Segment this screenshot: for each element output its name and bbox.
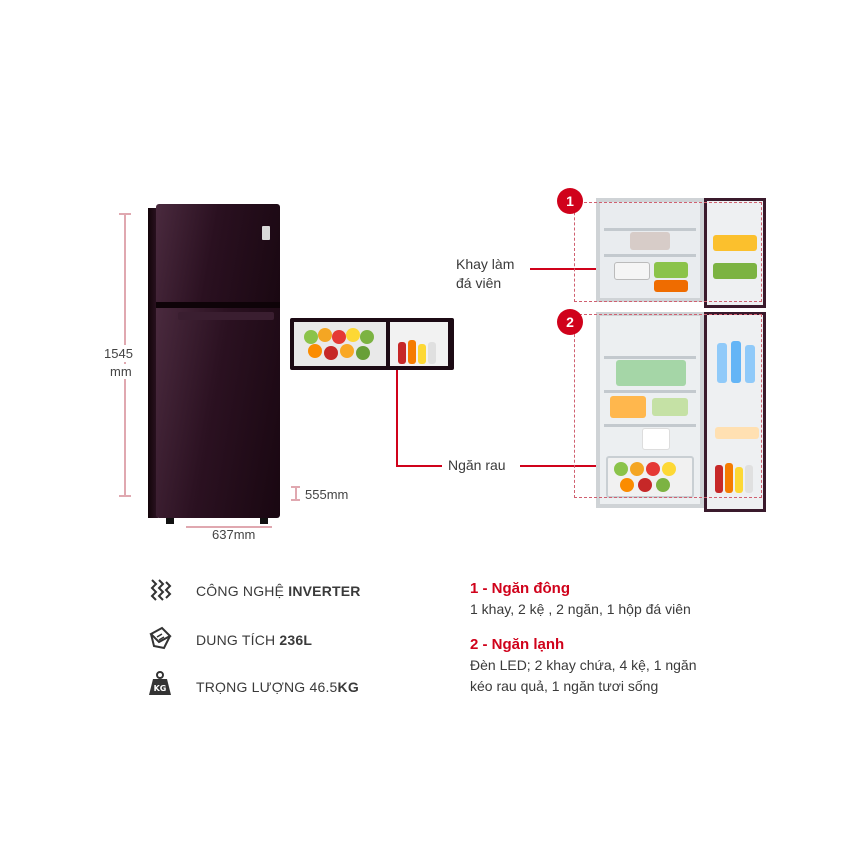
inverter-icon (146, 576, 174, 604)
fridge-door-open (704, 312, 766, 512)
depth-bottom-tick (291, 499, 300, 501)
crisper-callout-line-h (396, 465, 442, 467)
capacity-icon (146, 624, 174, 652)
feature-weight: TRỌNG LƯỢNG 46.5KG (196, 679, 359, 695)
fridge-compartment (596, 312, 704, 508)
freezer-door (156, 204, 280, 302)
fridge-foot-left (166, 518, 174, 524)
freezer-title: 1 - Ngăn đông (470, 580, 570, 597)
fridge-title: 2 - Ngăn lạnh (470, 636, 565, 653)
door-bin-closeup (390, 322, 448, 366)
door-handle (178, 312, 274, 320)
width-value: 637mm (212, 527, 256, 542)
callout-number-2: 2 (557, 309, 583, 335)
depth-top-tick (291, 486, 300, 488)
crisper-to-fridge-line (520, 465, 610, 467)
ice-tray-label-line1: Khay làm (456, 256, 515, 272)
ice-tray-callout-line (530, 268, 614, 270)
fridge-open-image (590, 198, 772, 516)
weight-icon-text: KG (154, 684, 167, 693)
depth-dimension-line (295, 486, 297, 500)
height-unit: mm (110, 364, 132, 379)
crisper-callout-line-v (396, 370, 398, 466)
fridge-closed-image (148, 204, 280, 524)
feature-inverter: CÔNG NGHỆ INVERTER (196, 583, 361, 599)
freezer-description: 1 khay, 2 kệ , 2 ngăn, 1 hộp đá viên (470, 601, 691, 617)
ice-tray-label-line2: đá viên (456, 275, 502, 291)
crisper-closeup-image (290, 318, 454, 370)
fridge-side-panel (148, 208, 158, 518)
crisper-drawer (294, 322, 386, 366)
fridge-description-line2: kéo rau quả, 1 ngăn tươi sống (470, 678, 659, 694)
width-dimension-line (186, 526, 272, 528)
fridge-highlight-box (574, 314, 762, 498)
feature-capacity: DUNG TÍCH 236L (196, 632, 313, 648)
freezer-compartment (596, 198, 704, 302)
crisper-label: Ngăn rau (448, 457, 506, 473)
control-panel (262, 226, 270, 240)
freezer-highlight-box (574, 202, 762, 302)
height-bottom-tick (119, 495, 131, 497)
depth-value: 555mm (305, 487, 349, 502)
callout-number-1: 1 (557, 188, 583, 214)
fridge-foot-right (260, 518, 268, 524)
height-top-tick (119, 213, 131, 215)
fridge-door (156, 308, 280, 518)
fridge-description-line1: Đèn LED; 2 khay chứa, 4 kệ, 1 ngăn (470, 657, 697, 673)
weight-icon: KG (146, 670, 174, 698)
freezer-door-open (704, 198, 766, 308)
door-gap (156, 302, 280, 308)
height-value: 1545 (104, 345, 133, 362)
